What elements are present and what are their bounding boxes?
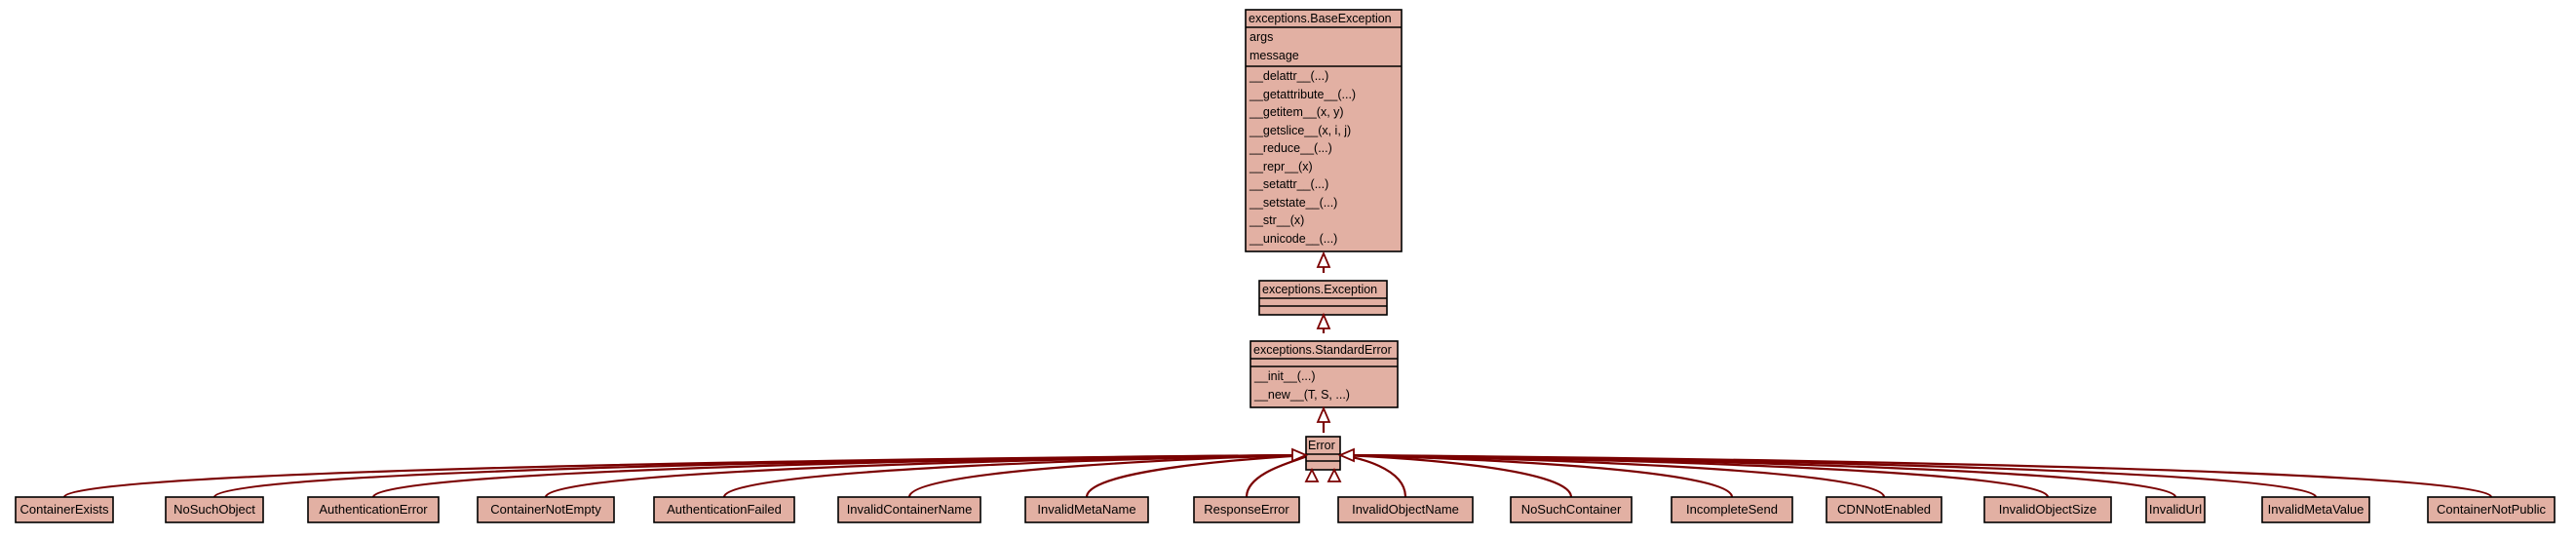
subclass-box xyxy=(307,496,440,523)
subclass-nosuchobject[interactable]: NoSuchObject xyxy=(165,496,264,523)
subclass-box xyxy=(1510,496,1633,523)
subclass-name: InvalidObjectSize xyxy=(1999,502,2096,517)
edge-subclass-to-error xyxy=(1339,453,2493,499)
subclass-box xyxy=(15,496,114,523)
subclass-cdnnotenabled[interactable]: CDNNotEnabled xyxy=(1826,496,1942,523)
base-exception-method: __str__(x) xyxy=(1249,213,1304,227)
subclass-invalidobjectname[interactable]: InvalidObjectName xyxy=(1337,496,1474,523)
base-exception-attr-args: args xyxy=(1250,30,1273,44)
subclass-name: InvalidMetaName xyxy=(1037,502,1135,517)
standard-error-title: exceptions.StandardError xyxy=(1253,343,1392,357)
base-exception-method: __getattribute__(...) xyxy=(1249,88,1356,101)
error-title: Error xyxy=(1308,439,1335,452)
subclass-box xyxy=(653,496,795,523)
edge-subclass-to-error xyxy=(907,453,1307,498)
base-exception-method: __unicode__(...) xyxy=(1249,232,1337,246)
subclass-box xyxy=(2261,496,2370,523)
subclass-incompletesend[interactable]: IncompleteSend xyxy=(1671,496,1793,523)
subclass-name: InvalidObjectName xyxy=(1352,502,1459,517)
subclass-name: InvalidUrl xyxy=(2149,502,2202,517)
error-box xyxy=(1305,436,1341,471)
base-exception-method: __getslice__(x, i, j) xyxy=(1249,124,1351,137)
subclass-name: ContainerNotEmpty xyxy=(490,502,601,517)
subclass-box xyxy=(1983,496,2112,523)
arrowhead-to-error xyxy=(1291,447,1309,463)
subclass-name: NoSuchContainer xyxy=(1521,502,1622,517)
subclass-invalidurl[interactable]: InvalidUrl xyxy=(2145,496,2206,523)
subclass-name: NoSuchObject xyxy=(173,502,255,517)
subclass-box xyxy=(477,496,615,523)
subclass-name: AuthenticationFailed xyxy=(667,502,782,517)
subclass-box xyxy=(1193,496,1300,523)
subclass-box xyxy=(1024,496,1149,523)
subclass-box xyxy=(1671,496,1793,523)
subclass-invalidcontainername[interactable]: InvalidContainerName xyxy=(837,496,981,523)
subclass-name: CDNNotEnabled xyxy=(1837,502,1931,517)
standard-error-method: __init__(...) xyxy=(1253,369,1316,383)
chain-arrowheads xyxy=(1316,250,1331,423)
subclass-authenticationerror[interactable]: AuthenticationError xyxy=(307,496,440,523)
subclass-nosuchcontainer[interactable]: NoSuchContainer xyxy=(1510,496,1633,523)
subclass-authenticationfailed[interactable]: AuthenticationFailed xyxy=(653,496,795,523)
subclass-name: IncompleteSend xyxy=(1686,502,1778,517)
subclass-name: InvalidContainerName xyxy=(847,502,973,517)
subclass-containernotpublic[interactable]: ContainerNotPublic xyxy=(2427,496,2556,523)
subclass-invalidobjectsize[interactable]: InvalidObjectSize xyxy=(1983,496,2112,523)
arrowhead-to-error xyxy=(1337,447,1355,463)
subclass-box xyxy=(837,496,981,523)
subclass-arrowheads xyxy=(1291,447,1355,482)
base-exception-method: __setattr__(...) xyxy=(1249,177,1328,191)
subclass-name: ContainerNotPublic xyxy=(2437,502,2547,517)
arrowhead-to-error xyxy=(1304,467,1320,482)
subclass-name: InvalidMetaValue xyxy=(2268,502,2365,517)
base-exception-method: __getitem__(x, y) xyxy=(1249,105,1344,119)
base-exception-method: __setstate__(...) xyxy=(1249,196,1337,210)
subclass-name: AuthenticationError xyxy=(319,502,428,517)
standard-error-method: __new__(T, S, ...) xyxy=(1253,388,1350,402)
class-base-exception[interactable]: exceptions.BaseException args message __… xyxy=(1245,9,1403,252)
arrowhead-to-baseexception xyxy=(1316,250,1331,268)
subclass-invalidmetaname[interactable]: InvalidMetaName xyxy=(1024,496,1149,523)
base-exception-method: __reduce__(...) xyxy=(1249,141,1332,155)
base-exception-method: __delattr__(...) xyxy=(1249,69,1328,83)
subclass-responseerror[interactable]: ResponseError xyxy=(1193,496,1300,523)
subclass-box xyxy=(2427,496,2556,523)
class-standard-error[interactable]: exceptions.StandardError __init__(...) _… xyxy=(1250,340,1399,408)
subclass-containerexists[interactable]: ContainerExists xyxy=(15,496,114,523)
subclass-box xyxy=(1337,496,1474,523)
subclass-box xyxy=(1826,496,1942,523)
subclass-name: ResponseError xyxy=(1204,502,1289,517)
subclass-name: ContainerExists xyxy=(19,502,109,517)
error-subclasses: ContainerExists NoSuchObject Authenticatio… xyxy=(15,496,2556,523)
base-exception-title: exceptions.BaseException xyxy=(1249,12,1392,25)
subclass-box xyxy=(2145,496,2206,523)
base-exception-method: __repr__(x) xyxy=(1249,160,1313,173)
exception-title: exceptions.Exception xyxy=(1262,283,1377,296)
subclass-invalidmetavalue[interactable]: InvalidMetaValue xyxy=(2261,496,2370,523)
subclass-box xyxy=(165,496,264,523)
base-exception-attr-message: message xyxy=(1250,49,1299,62)
edge-subclass-to-error xyxy=(1085,453,1307,498)
arrowhead-to-exception xyxy=(1316,312,1331,329)
arrowhead-to-error xyxy=(1326,467,1342,482)
subclass-containernotempty[interactable]: ContainerNotEmpty xyxy=(477,496,615,523)
class-error[interactable]: Error xyxy=(1305,436,1341,471)
arrowhead-to-standarderror xyxy=(1316,405,1331,423)
class-exception[interactable]: exceptions.Exception xyxy=(1258,280,1388,316)
